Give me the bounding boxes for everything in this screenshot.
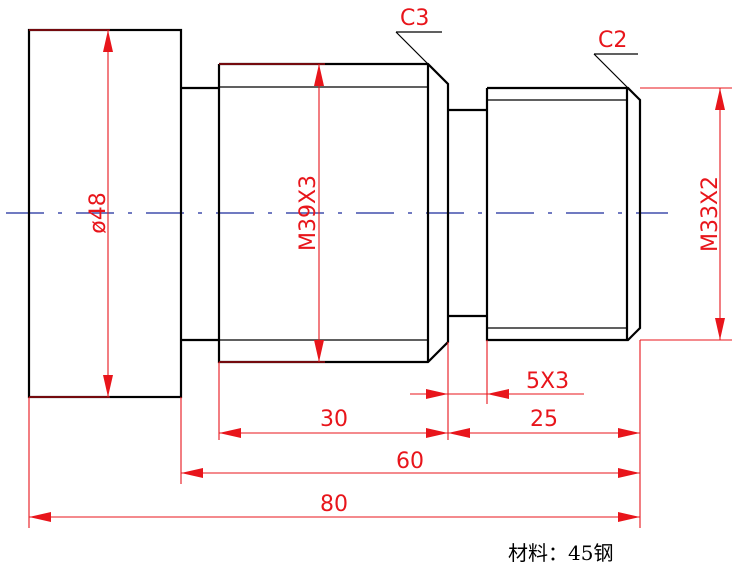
- dim-len-60: [181, 468, 640, 478]
- label-groove: 5X3: [526, 369, 569, 394]
- label-len-25: 25: [530, 407, 558, 432]
- label-len-60: 60: [396, 449, 424, 474]
- label-dia-head: ø48: [86, 192, 111, 233]
- leader-chamfer-large: [395, 31, 442, 65]
- material-note: 材料：45钢: [508, 541, 613, 565]
- dim-thread-large: [314, 64, 324, 362]
- label-len-80: 80: [320, 492, 348, 517]
- label-len-30: 30: [320, 407, 348, 432]
- label-chamfer-small: C2: [598, 28, 627, 53]
- dim-len-80: [29, 512, 640, 522]
- dim-thread-small: [715, 88, 725, 340]
- leader-chamfer-small: [593, 53, 638, 89]
- dim-len-30: [219, 428, 448, 438]
- label-thread-large: M39X3: [296, 175, 321, 251]
- dim-groove: [410, 389, 584, 399]
- dim-len-25: [448, 428, 640, 438]
- thread-small-body: [485, 86, 642, 342]
- label-chamfer-large: C3: [400, 6, 429, 31]
- extension-lines: [28, 29, 732, 528]
- dim-head-diameter: [103, 30, 113, 397]
- label-thread-small: M33X2: [698, 176, 723, 252]
